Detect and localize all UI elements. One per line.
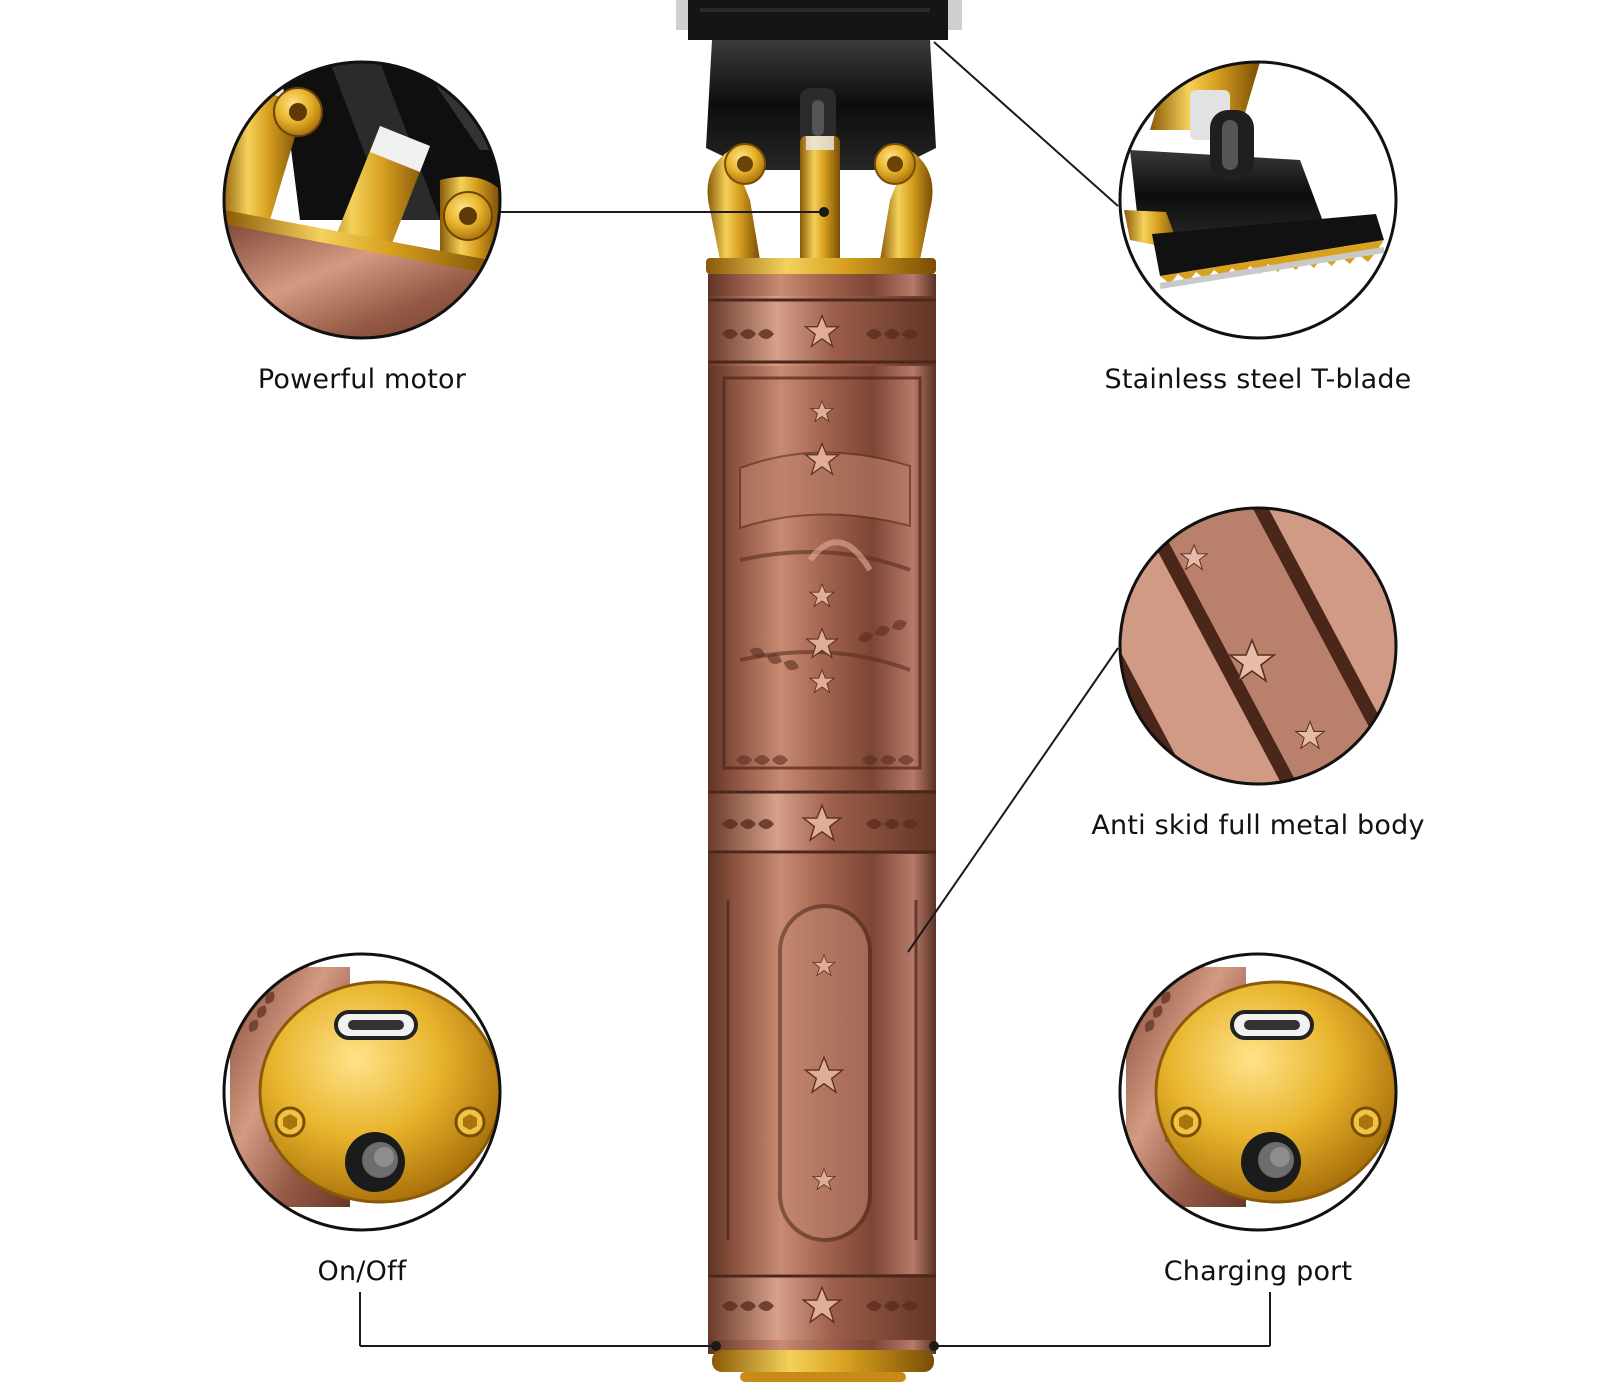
motor-detail-image	[222, 60, 502, 340]
feature-label-switch: On/Off	[317, 1256, 407, 1287]
port-detail-image	[1118, 952, 1398, 1232]
feature-label-port: Charging port	[1163, 1256, 1353, 1287]
feature-label-blade: Stainless steel T-blade	[1104, 364, 1412, 395]
blade-detail-image	[1118, 60, 1398, 340]
feature-label-motor: Powerful motor	[257, 364, 467, 395]
trimmer-head	[676, 0, 962, 274]
switch-detail-image	[222, 952, 502, 1232]
callout-lines	[359, 41, 1271, 1351]
trimmer-handle	[708, 274, 936, 1382]
feature-label-body: Anti skid full metal body	[1091, 810, 1425, 841]
